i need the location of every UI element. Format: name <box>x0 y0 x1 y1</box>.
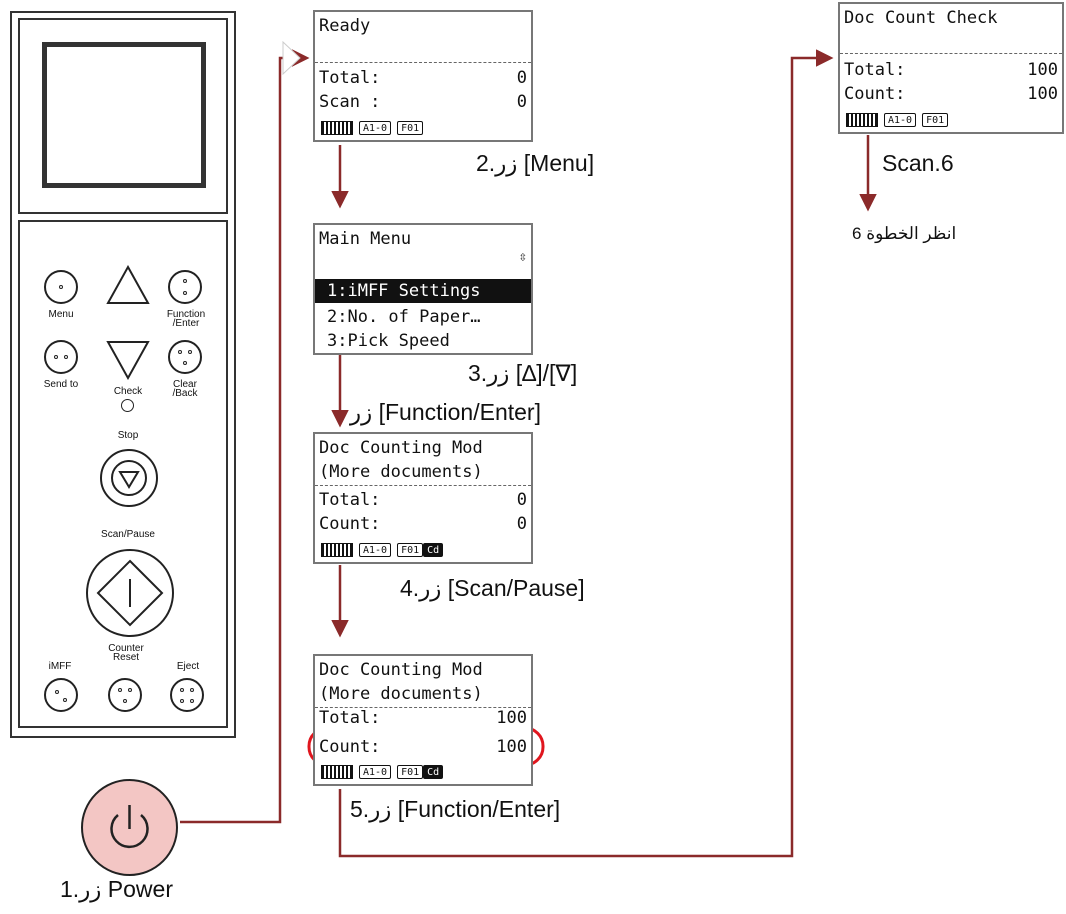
scan-value: 0 <box>516 92 527 112</box>
status-function: F01 <box>397 765 424 779</box>
power-icon <box>110 805 149 849</box>
status-profile: A1-0 <box>359 543 392 557</box>
step-5-label: 5.زر [Function/Enter] <box>350 796 561 822</box>
count-label: Count: <box>319 514 381 534</box>
step-3-label: 3.زر [∆]/[∇] <box>468 360 578 386</box>
menu-item-3[interactable]: 3:Pick Speed <box>327 331 450 351</box>
stop-icon <box>111 460 147 496</box>
battery-icon <box>321 121 353 135</box>
eject-label: Eject <box>176 661 200 672</box>
panel-lcd-window <box>42 42 206 188</box>
scroll-updown-icon: ⇳ <box>518 249 527 265</box>
scan-label: Scan : <box>319 92 381 112</box>
total-value: 0 <box>516 490 527 510</box>
scan-pause-icon <box>96 559 164 627</box>
screen-title: Doc Count Check <box>844 8 998 28</box>
menu-label: Menu <box>48 309 74 320</box>
total-label: Total: <box>319 708 381 728</box>
scan-pause-label: Scan/Pause <box>101 529 155 540</box>
status-count-mode: Cd <box>423 765 444 779</box>
function-enter-label: Function /Enter <box>166 309 206 329</box>
status-bar: A1-0 F01 Cd <box>321 542 444 558</box>
count-label: Count: <box>319 737 381 757</box>
eject-button[interactable] <box>170 678 204 712</box>
check-label: Check <box>113 386 143 397</box>
function-enter-button[interactable] <box>168 270 202 304</box>
screen-title: Ready <box>319 16 371 36</box>
status-count-mode: Cd <box>423 543 444 557</box>
scanner-operator-panel: Menu Function /Enter Send to Check Clear… <box>10 11 236 738</box>
count-value: 100 <box>1027 84 1058 104</box>
status-bar: A1-0 F01 <box>846 112 949 128</box>
down-arrow-icon[interactable] <box>106 340 150 380</box>
step-4-label: 4.زر [Scan/Pause] <box>400 575 585 601</box>
step-3-sub-label: زر [Function/Enter] <box>350 399 541 425</box>
counter-reset-button[interactable] <box>108 678 142 712</box>
check-indicator <box>121 399 134 412</box>
count-value: 100 <box>496 737 527 757</box>
status-profile: A1-0 <box>359 765 392 779</box>
total-value: 100 <box>496 708 527 728</box>
step-1-label: 1.زر Power <box>60 876 173 902</box>
lcd-main-menu-screen: Main Menu ⇳ 1:iMFF Settings 2:No. of Pap… <box>313 223 533 355</box>
menu-item-2[interactable]: 2:No. of Paper… <box>327 307 481 327</box>
imff-button[interactable] <box>44 678 78 712</box>
total-label: Total: <box>844 60 906 80</box>
up-arrow-icon[interactable] <box>106 265 150 305</box>
status-bar: A1-0 F01 <box>321 120 424 136</box>
send-to-button[interactable] <box>44 340 78 374</box>
menu-item-1[interactable]: 1:iMFF Settings <box>315 279 531 303</box>
status-function: F01 <box>922 113 949 127</box>
mode-subline: (More documents) <box>319 684 483 704</box>
stop-label: Stop <box>117 430 139 441</box>
lcd-doc-counting-screen: Doc Counting Mod (More documents) Total:… <box>313 432 533 564</box>
status-function: F01 <box>397 121 424 135</box>
battery-icon <box>321 543 353 557</box>
lcd-ready-screen: Ready Total: 0 Scan : 0 A1-0 F01 <box>313 10 533 142</box>
status-profile: A1-0 <box>884 113 917 127</box>
status-profile: A1-0 <box>359 121 392 135</box>
total-label: Total: <box>319 490 381 510</box>
status-function: F01 <box>397 543 424 557</box>
imff-label: iMFF <box>48 661 72 672</box>
count-label: Count: <box>844 84 906 104</box>
clear-back-button[interactable] <box>168 340 202 374</box>
menu-button[interactable] <box>44 270 78 304</box>
total-value: 100 <box>1027 60 1058 80</box>
mode-line: Doc Counting Mod <box>319 660 483 680</box>
counter-reset-label: Counter Reset <box>108 643 144 663</box>
counted-to-check-connector <box>338 49 834 858</box>
battery-icon <box>321 765 353 779</box>
panel-lcd-frame <box>18 18 228 214</box>
clear-back-label: Clear /Back <box>172 379 198 399</box>
total-label: Total: <box>319 68 381 88</box>
mode-subline: (More documents) <box>319 462 483 482</box>
scan-pause-button[interactable] <box>86 549 174 637</box>
lcd-doc-count-check-screen: Doc Count Check Total: 100 Count: 100 A1-0… <box>838 2 1064 134</box>
count-value: 0 <box>516 514 527 534</box>
step-6-label: Scan.6 <box>882 150 954 176</box>
send-to-label: Send to <box>43 379 79 390</box>
stop-button[interactable] <box>100 449 158 507</box>
mode-line: Doc Counting Mod <box>319 438 483 458</box>
step-6-reference-label: انظر الخطوة 6 <box>852 224 957 243</box>
power-button[interactable] <box>81 779 178 876</box>
total-value: 0 <box>516 68 527 88</box>
screen-title: Main Menu <box>319 229 412 249</box>
panel-button-area: Menu Function /Enter Send to Check Clear… <box>18 220 228 728</box>
status-bar: A1-0 F01 Cd <box>321 764 444 780</box>
step-2-label: 2.زر [Menu] <box>476 150 595 176</box>
power-to-ready-connector <box>180 49 310 824</box>
lcd-doc-counting-result-screen: Doc Counting Mod (More documents) Total:… <box>313 654 533 786</box>
battery-icon <box>846 113 878 127</box>
